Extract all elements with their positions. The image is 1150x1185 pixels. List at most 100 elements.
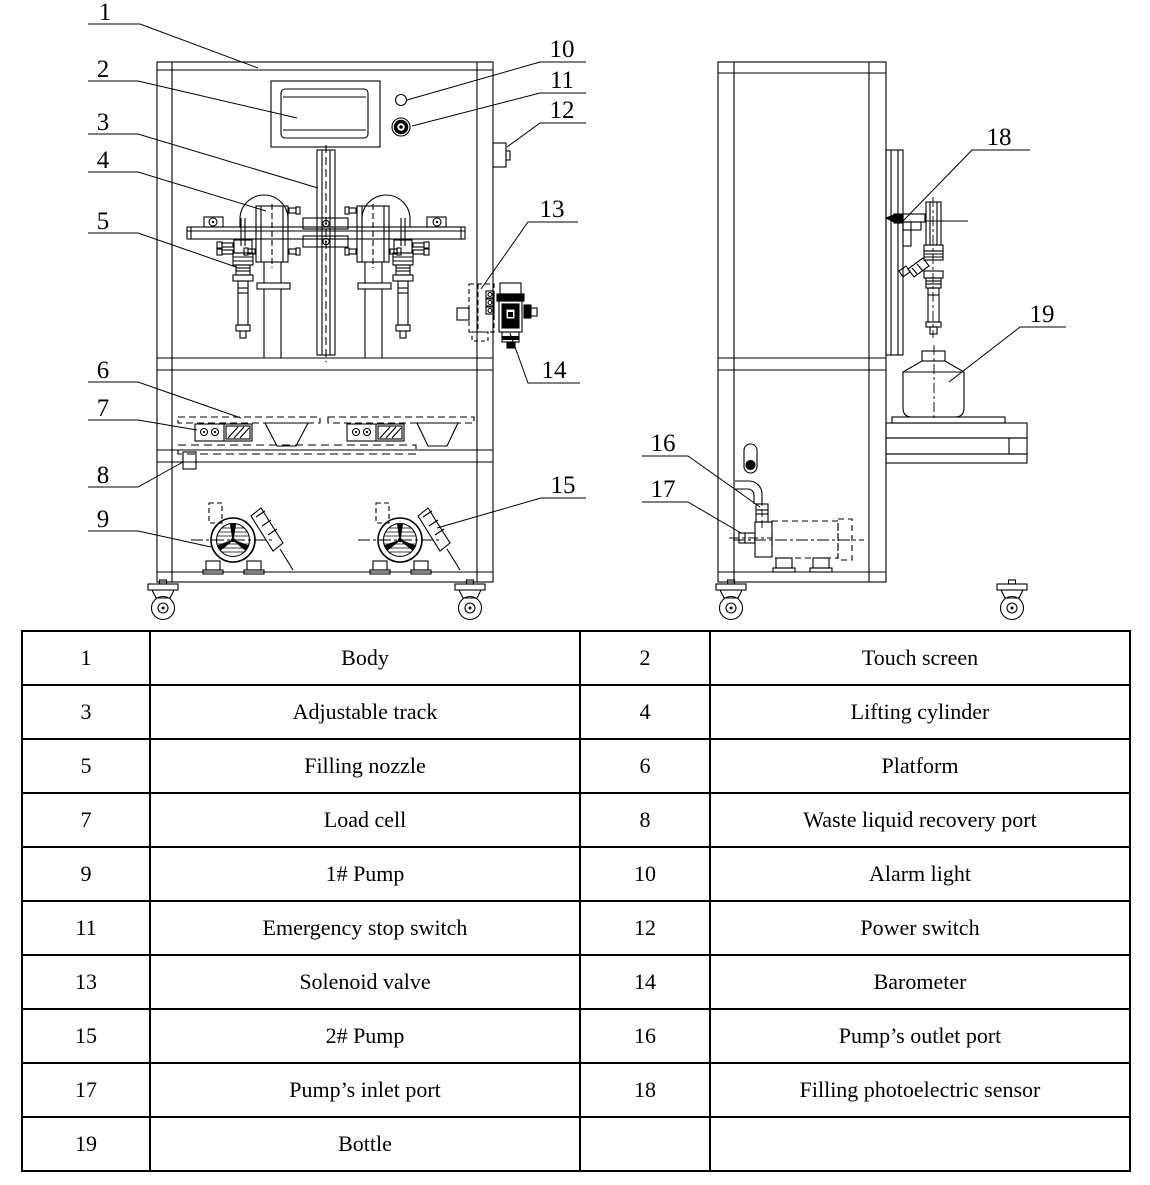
callout-3: 3 <box>88 109 319 189</box>
callout-13: 13 <box>480 196 578 290</box>
side-platform <box>885 416 1028 464</box>
callout-5: 5 <box>88 208 237 268</box>
part-name-cell: Emergency stop switch <box>149 900 581 956</box>
part-name-cell: Solenoid valve <box>149 954 581 1010</box>
emergency-stop-switch <box>391 117 411 137</box>
barometer <box>496 282 538 349</box>
part-number-cell: 7 <box>21 792 151 848</box>
callout-label-7: 7 <box>97 395 110 422</box>
part-number-cell: 12 <box>579 900 711 956</box>
callout-11: 11 <box>411 67 586 127</box>
part-name-cell: Power switch <box>709 900 1131 956</box>
part-number-cell: 17 <box>21 1062 151 1118</box>
callout-label-13: 13 <box>540 196 565 223</box>
part-number-cell: 5 <box>21 738 151 794</box>
callout-label-16: 16 <box>651 430 676 457</box>
callout-label-6: 6 <box>97 357 110 384</box>
callout-label-5: 5 <box>97 208 110 235</box>
part-name-cell: Platform <box>709 738 1131 794</box>
side-rail <box>885 149 904 356</box>
callout-12: 12 <box>506 97 586 148</box>
machine-frame <box>156 61 494 583</box>
pump-inlet-port <box>729 532 772 544</box>
load-cell-left <box>194 423 253 442</box>
handle-slot <box>743 443 758 474</box>
part-number-cell: 13 <box>21 954 151 1010</box>
pump-outlet-port <box>735 480 769 528</box>
side-frame <box>717 61 887 583</box>
part-name-cell: Load cell <box>149 792 581 848</box>
caster-side-right <box>996 579 1028 621</box>
part-name-cell: Filling photoelectric sensor <box>709 1062 1131 1118</box>
power-switch <box>492 142 511 168</box>
part-name-cell: Bottle <box>149 1116 581 1172</box>
callout-9: 9 <box>88 506 212 548</box>
part-number-cell: 11 <box>21 900 151 956</box>
part-number-cell: 3 <box>21 684 151 740</box>
part-number-cell: 4 <box>579 684 711 740</box>
callout-4: 4 <box>88 147 267 212</box>
callout-label-2: 2 <box>97 56 110 83</box>
callout-6: 6 <box>88 357 242 419</box>
callout-label-15: 15 <box>551 472 576 499</box>
caster-front-right <box>454 579 486 621</box>
load-cell-right <box>346 423 405 442</box>
callout-label-18: 18 <box>987 124 1012 151</box>
part-name-cell: Waste liquid recovery port <box>709 792 1131 848</box>
callout-1: 1 <box>88 0 259 69</box>
callout-15: 15 <box>436 472 586 529</box>
part-name-cell: Body <box>149 630 581 686</box>
part-number-cell: 9 <box>21 846 151 902</box>
lifting-cylinder-left <box>239 194 301 358</box>
callout-label-10: 10 <box>550 36 575 63</box>
part-number-cell: 6 <box>579 738 711 794</box>
pump-2 <box>358 502 461 575</box>
callout-label-17: 17 <box>651 476 676 503</box>
waste-liquid-recovery-port <box>182 451 197 470</box>
callout-label-1: 1 <box>99 0 112 26</box>
callout-17: 17 <box>642 476 742 534</box>
callout-label-11: 11 <box>550 67 574 94</box>
callouts: 1 2 3 4 5 6 7 8 9 10 11 12 13 14 15 16 1… <box>88 0 1066 548</box>
part-number-cell: 1 <box>21 630 151 686</box>
callout-16: 16 <box>642 430 761 508</box>
filling-nozzle-right <box>392 218 430 339</box>
filling-photoelectric-sensor <box>884 213 968 247</box>
callout-label-3: 3 <box>97 109 110 136</box>
pump-1 <box>191 502 294 575</box>
callout-label-4: 4 <box>97 147 110 174</box>
alarm-light <box>394 93 408 107</box>
part-name-cell: Lifting cylinder <box>709 684 1131 740</box>
part-number-cell: 18 <box>579 1062 711 1118</box>
lifting-cylinder-right <box>344 194 411 358</box>
callout-19: 19 <box>948 301 1066 383</box>
callout-7: 7 <box>88 395 198 431</box>
bottle <box>902 345 965 421</box>
part-name-cell: Barometer <box>709 954 1131 1010</box>
callout-label-9: 9 <box>97 506 110 533</box>
callout-2: 2 <box>88 56 298 119</box>
callout-label-12: 12 <box>550 97 575 124</box>
front-view <box>147 61 538 621</box>
side-view <box>715 61 1028 621</box>
caster-front-left <box>147 579 179 621</box>
callout-label-8: 8 <box>97 462 110 489</box>
callout-label-14: 14 <box>542 357 568 384</box>
part-name-cell: Pump’s outlet port <box>709 1008 1131 1064</box>
touch-screen <box>270 80 381 148</box>
part-number-cell: 19 <box>21 1116 151 1172</box>
cross-arm <box>186 216 466 240</box>
callout-label-19: 19 <box>1030 301 1055 328</box>
part-number-cell: 16 <box>579 1008 711 1064</box>
